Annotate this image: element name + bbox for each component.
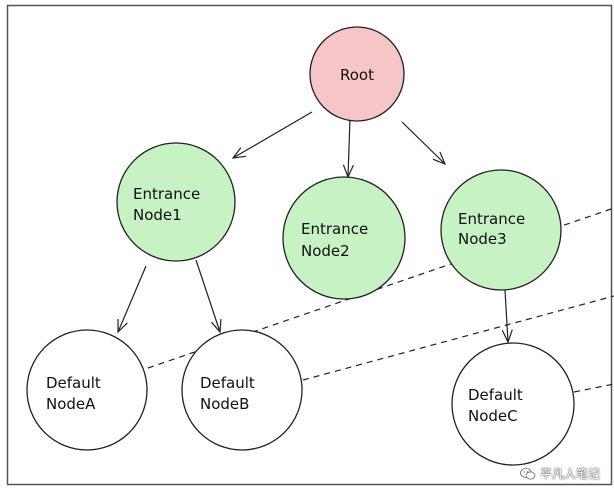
- entrance2-label-line1: Entrance: [301, 220, 368, 238]
- node-root: Root: [309, 26, 405, 122]
- arrow-root-to-entrance2: [348, 117, 350, 177]
- watermark-text: 平凡人笔记: [539, 467, 600, 481]
- entrance1-label-line2: Node1: [133, 206, 182, 224]
- root-label: Root: [340, 66, 374, 84]
- entrance2-label-line2: Node2: [301, 242, 350, 260]
- arrow-root-to-entrance1: [233, 111, 313, 158]
- node-entrance1: Entrance Node1: [116, 142, 236, 262]
- defaultA-label-line2: NodeA: [46, 395, 96, 413]
- node-defaultA: Default NodeA: [26, 329, 148, 451]
- arrow-entrance3-to-defaultC: [505, 289, 508, 342]
- dashed-link-b: [302, 295, 614, 381]
- node-defaultB: Default NodeB: [181, 329, 303, 451]
- defaultB-label-line1: Default: [200, 374, 255, 392]
- diagram-frame: [6, 4, 613, 486]
- arrow-root-to-entrance3: [401, 121, 445, 164]
- node-entrance2: Entrance Node2: [282, 176, 406, 300]
- arrow-entrance1-to-defaultB: [195, 259, 220, 332]
- node-defaultC: Default NodeC: [451, 342, 575, 466]
- entrance3-label-line1: Entrance: [458, 210, 525, 228]
- watermark: 平凡人笔记: [520, 465, 600, 482]
- defaultC-label-line1: Default: [468, 386, 523, 404]
- defaultB-label-line2: NodeB: [200, 395, 249, 413]
- node-entrance3: Entrance Node3: [440, 169, 562, 291]
- defaultA-label-line1: Default: [46, 374, 101, 392]
- arrow-entrance1-to-defaultA: [118, 265, 147, 332]
- dashed-link-c: [573, 383, 614, 393]
- wechat-icon: [520, 467, 536, 479]
- entrance1-label-line1: Entrance: [133, 185, 200, 203]
- defaultC-label-line2: NodeC: [468, 407, 518, 425]
- entrance3-label-line2: Node3: [458, 230, 507, 248]
